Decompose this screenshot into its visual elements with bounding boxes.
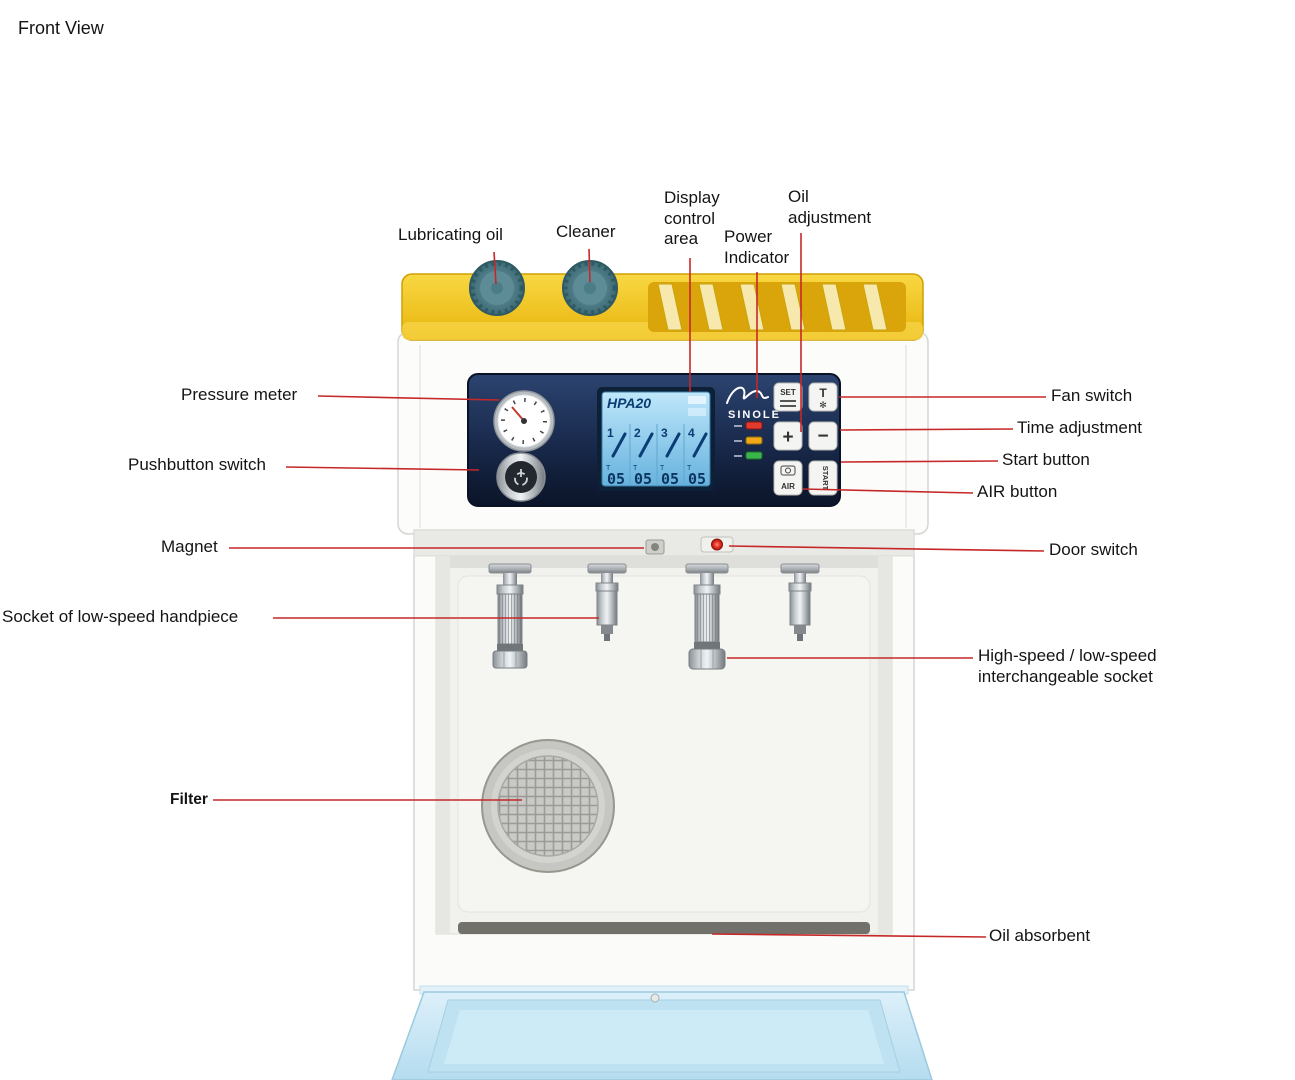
- label-interchangeable-socket: High-speed / low-speed interchangeable s…: [978, 646, 1157, 686]
- filter-part: [481, 739, 615, 873]
- label-air-button: AIR button: [977, 482, 1058, 501]
- svg-text:T: T: [660, 465, 665, 472]
- lcd-channel-3: 3 T 05: [660, 426, 681, 488]
- door-tray: [391, 985, 933, 1080]
- label-filter: Filter: [170, 791, 208, 808]
- svg-text:T: T: [633, 465, 638, 472]
- set-button: SET: [773, 382, 803, 412]
- label-magnet: Magnet: [161, 537, 218, 556]
- time-minus-button: −: [808, 421, 838, 451]
- handpiece-icon: [692, 432, 708, 458]
- label-socket-low-speed: Socket of low-speed handpiece: [2, 607, 239, 626]
- label-front-view: Front View: [18, 18, 104, 38]
- label-time-adjustment: Time adjustment: [1017, 418, 1143, 437]
- lcd-channel-2: 2 T 05: [633, 426, 654, 488]
- handpiece-icon: [665, 432, 681, 458]
- svg-text:SET: SET: [780, 388, 796, 397]
- leader-door-switch: [728, 545, 1045, 552]
- door-switch-part: [700, 536, 734, 553]
- pressure-meter-gauge: [493, 390, 555, 452]
- handpiece-icon: [638, 432, 654, 458]
- leader-oil-absorbent: [711, 933, 987, 938]
- label-cleaner: Cleaner: [556, 222, 616, 241]
- panel-buttons: SET T ✻ + − AIR: [773, 382, 838, 496]
- label-lubricating-oil: Lubricating oil: [398, 225, 503, 244]
- power-indicator-leds: [734, 421, 763, 460]
- label-display-control-area: Display control area: [664, 188, 720, 249]
- fan-switch-button: T ✻: [808, 382, 838, 412]
- lcd-channel-4: 4 T 05: [687, 426, 708, 488]
- lcd-model-text: HPA20: [607, 395, 651, 411]
- start-button-control: START: [808, 460, 838, 496]
- leader-lines: [213, 233, 1046, 938]
- label-pushbutton-switch: Pushbutton switch: [128, 455, 266, 474]
- socket-1-low-speed: [488, 563, 532, 669]
- oil-absorbent-strip: [458, 922, 870, 934]
- time-plus-button: +: [773, 421, 803, 451]
- air-button-control: AIR: [773, 460, 803, 496]
- led-red: [745, 421, 763, 430]
- led-amber: [745, 436, 763, 445]
- led-green: [745, 451, 763, 460]
- svg-text:4: 4: [688, 426, 695, 440]
- pushbutton-switch-control: [496, 452, 546, 502]
- svg-text:−: −: [817, 426, 828, 447]
- machine-top-tray: [401, 260, 924, 341]
- svg-text:05: 05: [607, 470, 625, 488]
- leader-time-adjustment: [839, 428, 1014, 431]
- svg-text:05: 05: [688, 470, 706, 488]
- lcd-oil-level-icon: [688, 408, 706, 416]
- instrument-comb: [648, 282, 906, 332]
- control-panel: HPA20 1 T 05 2 T 05 3 T: [467, 373, 841, 507]
- svg-text:05: 05: [661, 470, 679, 488]
- svg-text:START: START: [821, 466, 830, 491]
- label-oil-adjustment: Oil adjustment: [788, 187, 872, 227]
- handpiece-icon: [611, 432, 627, 458]
- label-power-indicator: Power Indicator: [724, 227, 790, 267]
- socket-4-low-speed: [780, 563, 820, 641]
- svg-text:SINOLE: SINOLE: [728, 409, 781, 421]
- svg-text:AIR: AIR: [781, 482, 795, 491]
- svg-text:1: 1: [607, 426, 614, 440]
- leader-pressure-meter: [317, 395, 500, 401]
- leader-cleaner: [588, 248, 591, 283]
- socket-3-interchangeable: [685, 563, 729, 670]
- fan-icon: ✻: [819, 400, 827, 410]
- svg-text:T: T: [687, 465, 692, 472]
- label-fan-switch: Fan switch: [1051, 386, 1133, 405]
- label-start-button: Start button: [1002, 450, 1090, 469]
- chamber: [435, 555, 893, 935]
- svg-text:3: 3: [661, 426, 668, 440]
- label-pressure-meter: Pressure meter: [181, 385, 298, 404]
- svg-text:T: T: [606, 465, 611, 472]
- magnet-part: [645, 539, 665, 555]
- door-hole: [650, 993, 660, 1003]
- leader-lubricating-oil: [493, 251, 497, 285]
- svg-text:05: 05: [634, 470, 652, 488]
- svg-text:2: 2: [634, 426, 641, 440]
- cleaner-cap: [562, 260, 618, 316]
- label-oil-absorbent: Oil absorbent: [989, 926, 1091, 945]
- lcd-display: HPA20 1 T 05 2 T 05 3 T: [597, 387, 715, 491]
- lubricating-oil-cap: [469, 260, 525, 316]
- lcd-status-icon: [688, 396, 706, 404]
- svg-text:T: T: [819, 386, 827, 400]
- leader-air-button: [802, 488, 974, 494]
- brand-script-flourish: [726, 386, 769, 404]
- brand-logo: SINOLE: [726, 386, 781, 421]
- lcd-channel-1: 1 T 05: [606, 426, 627, 488]
- leader-start-button: [840, 460, 999, 463]
- leader-pushbutton-switch: [285, 466, 480, 471]
- camera-icon: [780, 465, 796, 476]
- svg-text:+: +: [782, 427, 793, 448]
- label-door-switch: Door switch: [1049, 540, 1138, 559]
- socket-2-low-speed: [587, 563, 627, 641]
